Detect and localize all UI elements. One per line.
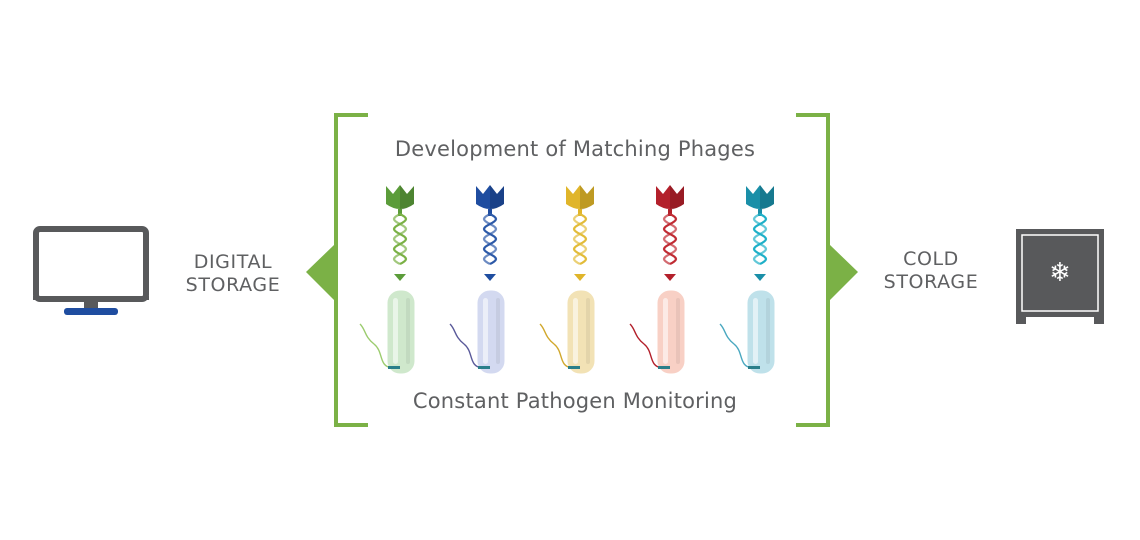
bacterium-blue	[476, 289, 506, 375]
bacterium-yellow	[566, 289, 596, 375]
phage-head-blue	[476, 185, 504, 209]
phage-head-teal	[746, 185, 774, 209]
flagellum-teal	[719, 323, 753, 369]
pointer-triangle-green	[394, 274, 406, 281]
digital-storage-label: DIGITAL STORAGE	[185, 251, 281, 296]
dna-strand-green	[392, 213, 408, 265]
phage-column-blue	[449, 185, 506, 375]
flagellum-yellow	[539, 323, 573, 369]
phage-head-red	[656, 185, 684, 209]
dna-strand-blue	[482, 213, 498, 265]
flagellum-red	[629, 323, 663, 369]
phage-head-green	[386, 185, 414, 209]
phage-column-yellow	[539, 185, 596, 375]
phage-column-teal	[719, 185, 776, 375]
bacterium-green	[386, 289, 416, 375]
phage-column-green	[359, 185, 416, 375]
phage-head-yellow	[566, 185, 594, 209]
flagellum-blue	[449, 323, 483, 369]
computer-monitor-icon	[33, 226, 149, 315]
dna-strand-red	[662, 213, 678, 265]
bacterium-teal	[746, 289, 776, 375]
dna-strand-yellow	[572, 213, 588, 265]
right-bracket	[796, 113, 830, 427]
dna-strand-teal	[752, 213, 768, 265]
flagellum-green	[359, 323, 393, 369]
monitoring-caption: Constant Pathogen Monitoring	[412, 389, 738, 413]
pointer-triangle-yellow	[574, 274, 586, 281]
phage-row	[359, 185, 776, 375]
cold-storage-label: COLD STORAGE	[883, 248, 979, 293]
phage-column-red	[629, 185, 686, 375]
left-bracket	[334, 113, 368, 427]
development-caption: Development of Matching Phages	[394, 137, 756, 161]
freezer-safe-icon	[1016, 229, 1104, 324]
pointer-triangle-blue	[484, 274, 496, 281]
pointer-triangle-red	[664, 274, 676, 281]
left-arrow	[306, 245, 334, 300]
right-arrow	[830, 245, 858, 300]
bacterium-red	[656, 289, 686, 375]
pointer-triangle-teal	[754, 274, 766, 281]
snowflake-icon: ❄	[1049, 258, 1071, 288]
